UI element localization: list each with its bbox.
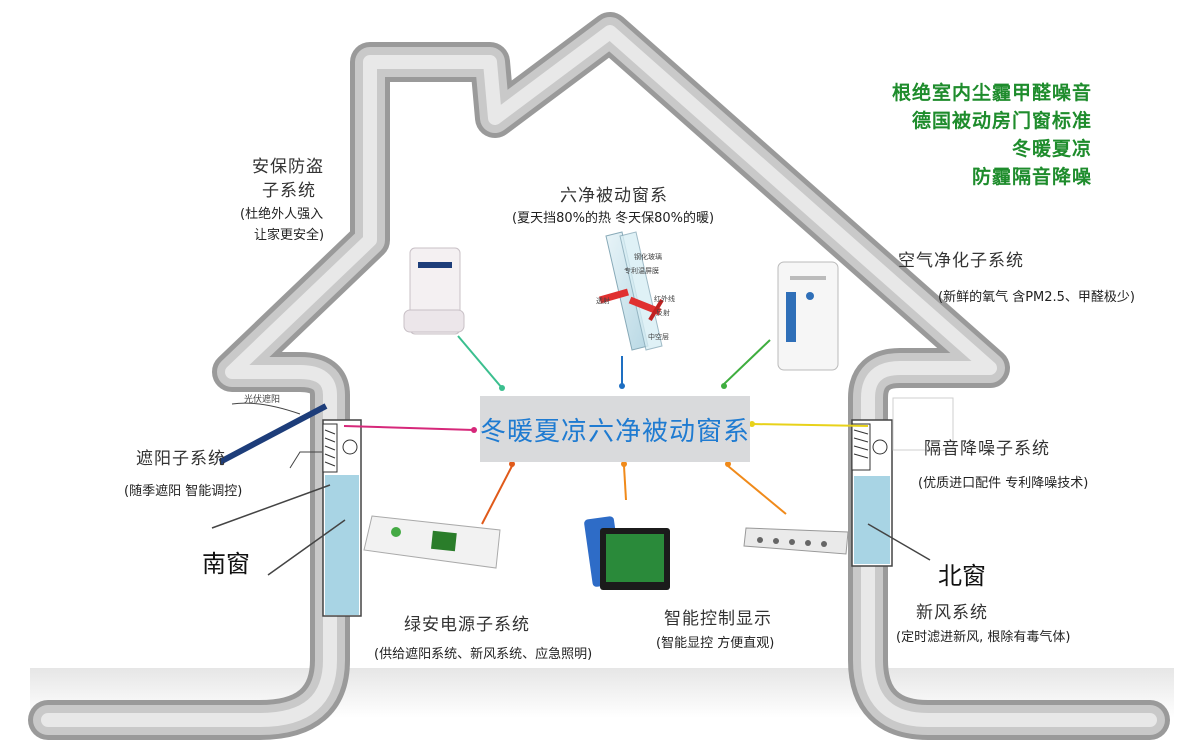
fresh-air-desc: (定时滤进新风, 根除有毒气体) — [896, 630, 1071, 645]
link-security — [457, 335, 503, 389]
security-title-line1: 安保防盗 — [252, 157, 324, 177]
glass-label-2: 专利温屏膜 — [624, 267, 659, 275]
slogan-line-2: 德国被动房门窗标准 — [911, 110, 1092, 132]
house-outline — [28, 12, 1170, 740]
noise-desc: (优质进口配件 专利降噪技术) — [918, 476, 1089, 491]
center-title: 冬暖夏凉六净被动窗系 — [480, 416, 751, 447]
south-window-label: 南窗 — [202, 550, 250, 578]
security-desc-line1: (杜绝外人强入 — [240, 207, 324, 222]
air-purifier-device — [777, 261, 839, 371]
control-title: 智能控制显示 — [664, 609, 772, 629]
link-power — [481, 465, 513, 525]
link-fresh — [727, 465, 787, 515]
link-sunshade — [343, 425, 475, 431]
control-tablet-device — [584, 516, 670, 590]
glass-label-5: 透射 — [596, 297, 610, 305]
security-title-line2: 子系统 — [262, 181, 316, 201]
glass-label-1: 钢化玻璃 — [634, 253, 662, 261]
security-desc-line2: 让家更安全) — [254, 228, 325, 243]
window-title: 六净被动窗系 — [560, 186, 668, 206]
control-desc: (智能显控 方便直观) — [656, 636, 775, 651]
slogan-line-1: 根绝室内尘霾甲醛噪音 — [891, 82, 1092, 104]
fresh-air-unit-device — [743, 527, 849, 555]
link-noise — [751, 423, 869, 427]
glass-section — [599, 231, 664, 351]
power-controller-device — [363, 515, 501, 569]
glass-label-4: 反射 — [656, 309, 670, 317]
fresh-air-title: 新风系统 — [916, 603, 988, 623]
power-desc: (供给遮阳系统、新风系统、应急照明) — [374, 647, 593, 662]
pv-shade-label: 光伏遮阳 — [244, 395, 281, 405]
north-window — [851, 397, 954, 567]
glass-label-6: 中空层 — [648, 333, 669, 341]
sunshade-title: 遮阳子系统 — [136, 449, 226, 469]
slogan-line-4: 防霾隔音降噪 — [971, 166, 1092, 188]
link-air — [723, 339, 771, 385]
door-sensor-device — [403, 247, 465, 335]
power-title: 绿安电源子系统 — [404, 615, 530, 635]
south-window — [211, 402, 362, 617]
window-desc: (夏天挡80%的热 冬天保80%的暖) — [512, 211, 715, 226]
air-title: 空气净化子系统 — [898, 251, 1024, 271]
link-control — [623, 465, 627, 501]
north-window-label: 北窗 — [938, 562, 986, 590]
center-title-box: 冬暖夏凉六净被动窗系 — [480, 396, 750, 462]
sunshade-desc: (随季遮阳 智能调控) — [124, 484, 243, 499]
glass-label-3: 红外线 — [654, 295, 675, 303]
connectors — [343, 335, 869, 525]
noise-title: 隔音降噪子系统 — [924, 439, 1050, 459]
slogan-line-3: 冬暖夏凉 — [1011, 138, 1092, 160]
air-desc: (新鲜的氧气 含PM2.5、甲醛极少) — [938, 290, 1136, 305]
